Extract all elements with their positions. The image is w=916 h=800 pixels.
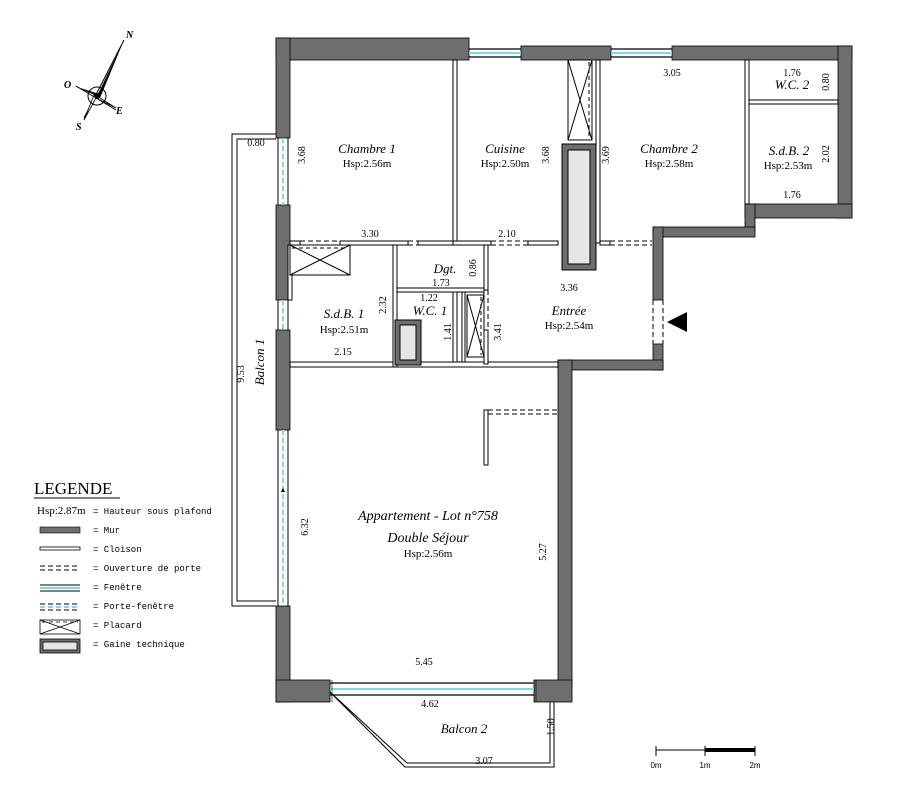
compass-s: S [76,122,82,133]
entrance-arrow-icon [667,312,687,332]
balcon2-name: Balcon 2 [441,721,488,736]
placards [289,59,593,358]
scale-label-1: 1m [699,761,710,770]
legend-porte-fenetre-symbol [40,603,80,611]
legend-fenetre-label: = Fenêtre [93,583,142,593]
legend-title: LEGENDE [34,479,112,498]
compass-e: E [115,106,123,117]
windows [330,48,672,696]
scale-label-2: 2m [749,761,760,770]
dim-cuisine-height: 3.68 [541,146,552,164]
balcon-2 [325,687,555,768]
dim-dgt-width: 1.73 [432,278,450,289]
dim-chambre1-height: 3.68 [297,146,308,164]
cuisine-hsp: Hsp:2.50m [481,158,530,170]
dim-balcon2-bottom: 3.07 [475,756,493,767]
wc1-name: W.C. 1 [413,303,448,318]
dgt-name: Dgt. [433,261,457,276]
legend-cloison-label: = Cloison [93,545,142,555]
dim-wc1-height: 1.41 [443,323,454,341]
gaines-techniques [394,143,597,366]
dim-balcon1-top: 0.80 [247,138,265,149]
scale-label-0: 0m [650,761,661,770]
legend-hsp-label: = Hauteur sous plafond [93,507,212,517]
dim-sdb1-height: 2.32 [378,296,389,314]
legend-mur-label: = Mur [93,526,120,536]
legend-porte-fenetre-label: = Porte-fenêtre [93,602,174,612]
entree-name: Entrée [551,303,587,318]
dim-sejour-width: 5.45 [415,657,433,668]
sejour-lot: Appartement - Lot n°758 [357,509,498,524]
dim-entree-width: 3.36 [560,283,578,294]
sdb2-hsp: Hsp:2.53m [764,160,813,172]
dimension-lines [331,680,537,702]
dim-sdb1-width: 2.15 [334,347,352,358]
sdb1-name: S.d.B. 1 [324,306,364,321]
dim-cuisine-width: 2.10 [498,229,516,240]
legend-hsp-symbol: Hsp:2.87m [37,505,86,517]
wc2-name: W.C. 2 [775,77,810,92]
exterior-walls [275,37,853,703]
dim-wc2-width: 1.76 [783,68,801,79]
legend-porte-symbol [40,565,80,571]
sdb1-hsp: Hsp:2.51m [320,324,369,336]
dim-chambre1-width: 3.30 [361,229,379,240]
dim-balcon2-top: 4.62 [421,699,439,710]
legend: LEGENDE Hsp:2.87m = Hauteur sous plafond… [34,479,212,654]
dimension-labels: 0.80 3.68 3.30 3.68 2.10 3.69 3.05 1.76 … [236,68,832,767]
dim-entree-height: 3.41 [493,323,504,341]
balcon-1 [231,133,276,607]
room-labels: Chambre 1 Hsp:2.56m Cuisine Hsp:2.50m Ch… [252,77,813,736]
legend-gaine-label: = Gaine technique [93,640,185,650]
legend-mur-symbol [39,526,81,534]
dim-wc2-height: 0.80 [821,73,832,91]
chambre1-hsp: Hsp:2.56m [343,158,392,170]
dim-chambre2-height: 3.69 [601,146,612,164]
chambre2-hsp: Hsp:2.58m [645,158,694,170]
balcon1-name: Balcon 1 [252,339,267,386]
compass-n: N [125,30,134,41]
dim-dgt-height: 0.86 [468,259,479,277]
legend-placard-symbol [39,619,81,635]
dim-sejour-left: 6.32 [300,518,311,536]
chambre1-name: Chambre 1 [338,141,396,156]
cuisine-name: Cuisine [485,141,525,156]
entree-hsp: Hsp:2.54m [545,320,594,332]
legend-fenetre-symbol [40,584,80,592]
dim-chambre2-width: 3.05 [663,68,681,79]
compass-rose-icon: N O S E [64,30,134,133]
legend-gaine-symbol [39,638,81,654]
chambre2-name: Chambre 2 [640,141,698,156]
dim-balcon1-length: 9.53 [236,365,247,383]
porte-fenetres [277,138,289,606]
dim-sejour-right: 5.27 [538,543,549,561]
legend-cloison-symbol [39,546,81,551]
sdb2-name: S.d.B. 2 [769,143,810,158]
sejour-name: Double Séjour [386,531,469,546]
legend-porte-label: = Ouverture de porte [93,564,201,574]
sejour-hsp: Hsp:2.56m [404,548,453,560]
partitions [287,59,839,466]
dim-sdb2-width: 1.76 [783,190,801,201]
dim-balcon2-depth: 1.50 [546,718,557,736]
compass-o: O [64,80,71,91]
dim-wc1-width: 1.22 [420,293,438,304]
dim-sdb2-height: 2.02 [821,145,832,163]
legend-placard-label: = Placard [93,621,142,631]
scale-bar: 0m 1m 2m [650,746,761,770]
